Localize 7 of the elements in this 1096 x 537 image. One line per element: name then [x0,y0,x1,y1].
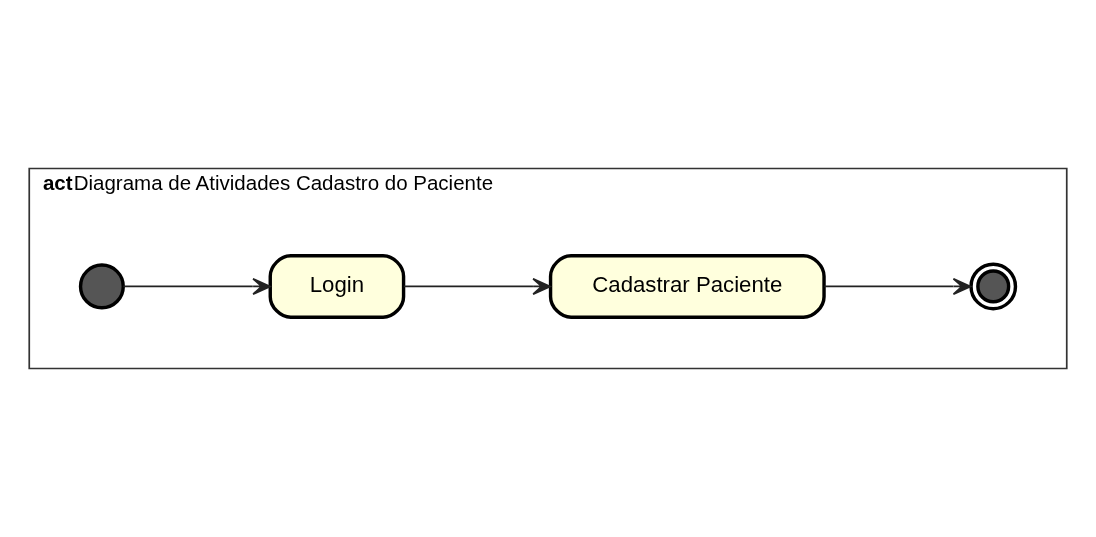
arrow [823,277,972,295]
node-doublecircle [969,262,1018,311]
arrow [403,277,552,295]
node-box: Cadastrar Paciente [548,253,826,319]
node-box: Login [268,253,406,319]
node-circle [78,263,125,310]
arrow [122,277,272,295]
